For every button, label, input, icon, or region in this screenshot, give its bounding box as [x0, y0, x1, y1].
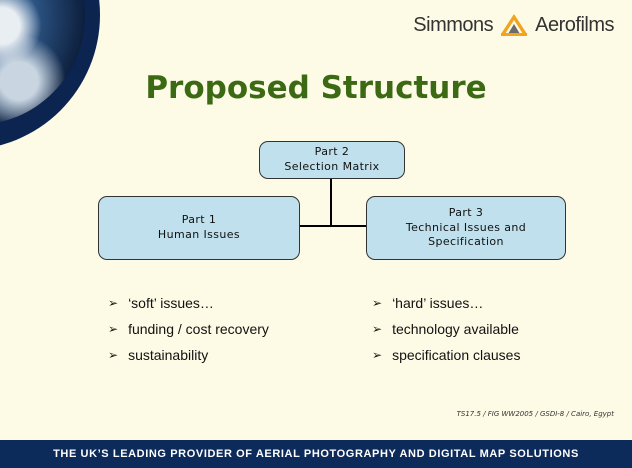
reference-text: TS17.5 / FIG WW2005 / GSDI-8 / Cairo, Eg…: [456, 410, 614, 418]
right-bullet-list: ➢‘hard’ issues… ➢technology available ➢s…: [372, 290, 520, 368]
footer-bar: THE UK’S LEADING PROVIDER OF AERIAL PHOT…: [0, 440, 632, 468]
list-item: ➢‘soft’ issues…: [108, 295, 214, 311]
footer-tagline: THE UK’S LEADING PROVIDER OF AERIAL PHOT…: [53, 448, 579, 460]
list-item: ➢sustainability: [108, 347, 209, 363]
brand-name-right: Aerofilms: [535, 13, 614, 36]
brand-logo: Simmons Aerofilms: [413, 12, 614, 38]
list-item: ➢‘hard’ issues…: [372, 295, 484, 311]
arrow-bullet-icon: ➢: [108, 348, 119, 362]
list-item: ➢funding / cost recovery: [108, 321, 269, 337]
arrow-bullet-icon: ➢: [108, 296, 119, 310]
part2-box: Part 2 Selection Matrix: [259, 141, 405, 179]
part3-box: Part 3 Technical Issues and Specificatio…: [366, 196, 566, 260]
list-item: ➢technology available: [372, 321, 519, 337]
aerofilms-logo-icon: [501, 14, 528, 36]
part1-box: Part 1 Human Issues: [98, 196, 300, 260]
part3-subtitle-1: Technical Issues and: [405, 220, 527, 234]
connector-horizontal: [298, 225, 366, 227]
part1-title: Part 1: [181, 213, 217, 227]
list-item: ➢specification clauses: [372, 347, 521, 363]
arrow-bullet-icon: ➢: [108, 322, 119, 336]
arrow-bullet-icon: ➢: [372, 348, 383, 362]
part2-title: Part 2: [314, 145, 350, 159]
connector-vertical: [330, 177, 332, 226]
part1-subtitle: Human Issues: [157, 228, 241, 241]
left-bullet-list: ➢‘soft’ issues… ➢funding / cost recovery…: [108, 290, 269, 368]
part3-title: Part 3: [448, 205, 484, 219]
brand-name-left: Simmons: [413, 13, 494, 36]
page-title: Proposed Structure: [145, 70, 487, 106]
arrow-bullet-icon: ➢: [372, 322, 383, 336]
arrow-bullet-icon: ➢: [372, 296, 383, 310]
part3-subtitle-2: Specification: [428, 235, 504, 249]
part2-subtitle: Selection Matrix: [284, 160, 380, 173]
